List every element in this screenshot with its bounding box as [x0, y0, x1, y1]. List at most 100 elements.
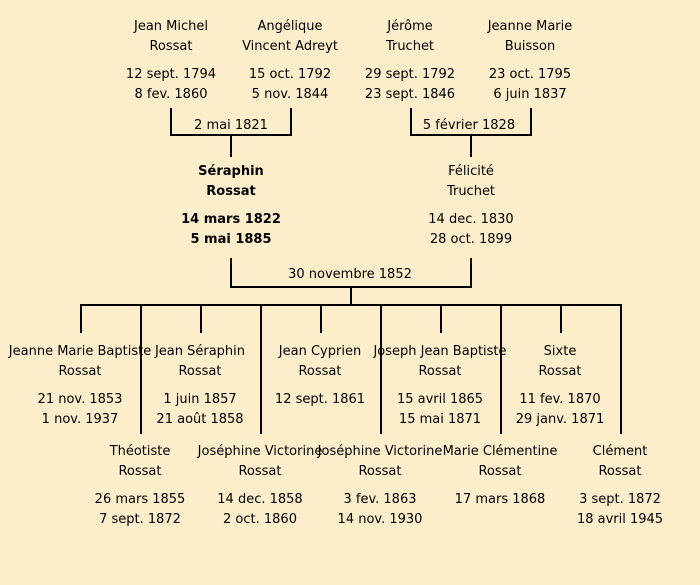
person-birth-date: 11 fev. 1870	[519, 392, 601, 407]
connector-line	[500, 304, 502, 434]
connector-line	[620, 304, 622, 434]
person-last-name: Rossat	[238, 464, 282, 479]
connector-line	[200, 304, 202, 333]
connector-line	[80, 304, 82, 333]
person-josephine-victorine-rossat-1863: Joséphine Victorine Rossat 3 fev. 1863 1…	[280, 442, 480, 530]
person-last-name: Vincent Adreyt	[242, 39, 338, 54]
person-joseph-jean-baptiste-rossat: Joseph Jean Baptiste Rossat 15 avril 186…	[340, 342, 540, 430]
person-first-name: Jeanne Marie Baptiste	[8, 344, 152, 359]
person-birth-date: 3 sept. 1872	[579, 492, 661, 507]
connector-line	[380, 304, 382, 434]
person-clement-rossat: Clément Rossat 3 sept. 1872 18 avril 194…	[520, 442, 700, 530]
person-last-name: Rossat	[206, 184, 256, 199]
person-birth-date: 12 sept. 1794	[125, 67, 217, 82]
person-death-date: 5 mai 1885	[190, 232, 272, 247]
person-death-date: 5 nov. 1844	[251, 87, 329, 102]
connector-line	[530, 108, 532, 135]
person-last-name: Rossat	[178, 364, 222, 379]
person-death-date: 28 oct. 1899	[429, 232, 513, 247]
person-death-date: 15 mai 1871	[398, 412, 482, 427]
person-first-name: Clément	[592, 444, 648, 459]
person-josephine-victorine-rossat-1858: Joséphine Victorine Rossat 14 dec. 1858 …	[160, 442, 360, 530]
person-last-name: Truchet	[446, 184, 496, 199]
person-birth-date: 26 mars 1855	[94, 492, 186, 507]
connector-line	[470, 258, 472, 287]
person-first-name: Théotiste	[109, 444, 171, 459]
connector-line	[320, 304, 322, 333]
connector-line	[440, 304, 442, 333]
person-birth-date: 23 oct. 1795	[488, 67, 572, 82]
connector-line	[80, 304, 622, 306]
marriage-date-truchet-grandparents: 5 février 1828	[422, 118, 516, 133]
connector-line	[290, 108, 292, 135]
person-jeanne-marie-buisson: Jeanne Marie Buisson 23 oct. 1795 6 juin…	[430, 17, 630, 105]
connector-line	[350, 286, 352, 305]
person-jerome-truchet: Jérôme Truchet 29 sept. 1792 23 sept. 18…	[310, 17, 510, 105]
person-jeanne-marie-baptiste-rossat: Jeanne Marie Baptiste Rossat 21 nov. 185…	[0, 342, 180, 430]
person-last-name: Rossat	[149, 39, 193, 54]
marriage-date-parents: 30 novembre 1852	[288, 267, 412, 282]
connector-line	[230, 134, 232, 157]
person-death-date: 23 sept. 1846	[364, 87, 456, 102]
person-last-name: Rossat	[598, 464, 642, 479]
person-death-date: 29 janv. 1871	[515, 412, 605, 427]
person-death-date: 7 sept. 1872	[99, 512, 181, 527]
person-jean-michel-rossat: Jean Michel Rossat 12 sept. 1794 8 fev. …	[71, 17, 271, 105]
person-birth-date: 15 avril 1865	[396, 392, 484, 407]
connector-line	[140, 304, 142, 434]
person-last-name: Truchet	[385, 39, 435, 54]
person-birth-date: 12 sept. 1861	[274, 392, 366, 407]
person-first-name: Jeanne Marie	[487, 19, 573, 34]
person-death-date: 21 août 1858	[156, 412, 244, 427]
person-birth-date: 3 fev. 1863	[343, 492, 417, 507]
person-last-name: Rossat	[58, 364, 102, 379]
person-first-name: Sixte	[543, 344, 577, 359]
person-last-name: Rossat	[418, 364, 462, 379]
person-birth-date: 14 dec. 1858	[217, 492, 303, 507]
person-seraphin-rossat: Séraphin Rossat 14 mars 1822 5 mai 1885	[131, 162, 331, 250]
person-first-name: Joseph Jean Baptiste	[373, 344, 507, 359]
connector-line	[470, 134, 472, 157]
person-first-name: Marie Clémentine	[442, 444, 558, 459]
person-marie-clementine-rossat: Marie Clémentine Rossat 17 mars 1868	[400, 442, 600, 510]
person-last-name: Buisson	[504, 39, 556, 54]
person-theotiste-rossat: Théotiste Rossat 26 mars 1855 7 sept. 18…	[40, 442, 240, 530]
person-death-date: 6 juin 1837	[493, 87, 567, 102]
person-first-name: Angélique	[257, 19, 323, 34]
person-felicite-truchet: Félicité Truchet 14 dec. 1830 28 oct. 18…	[371, 162, 571, 250]
person-jean-seraphin-rossat: Jean Séraphin Rossat 1 juin 1857 21 août…	[100, 342, 300, 430]
person-first-name: Joséphine Victorine	[197, 444, 323, 459]
person-birth-date: 14 dec. 1830	[428, 212, 514, 227]
person-death-date: 8 fev. 1860	[134, 87, 208, 102]
person-death-date: 2 oct. 1860	[223, 512, 297, 527]
person-last-name: Rossat	[358, 464, 402, 479]
person-sixte-rossat: Sixte Rossat 11 fev. 1870 29 janv. 1871	[460, 342, 660, 430]
person-birth-date: 1 juin 1857	[163, 392, 237, 407]
person-death-date: 1 nov. 1937	[41, 412, 119, 427]
person-first-name: Joséphine Victorine	[317, 444, 443, 459]
person-jean-cyprien-rossat: Jean Cyprien Rossat 12 sept. 1861	[220, 342, 420, 410]
person-last-name: Rossat	[118, 464, 162, 479]
connector-line	[230, 258, 232, 287]
connector-line	[410, 108, 412, 135]
person-first-name: Séraphin	[198, 164, 264, 179]
person-first-name: Jean Séraphin	[154, 344, 246, 359]
person-death-date: 18 avril 1945	[576, 512, 664, 527]
marriage-date-rossat-grandparents: 2 mai 1821	[194, 118, 268, 133]
person-first-name: Jérôme	[387, 19, 433, 34]
person-last-name: Rossat	[298, 364, 342, 379]
person-first-name: Jean Cyprien	[278, 344, 362, 359]
person-birth-date: 21 nov. 1853	[37, 392, 123, 407]
person-first-name: Jean Michel	[134, 19, 208, 34]
person-first-name: Félicité	[448, 164, 494, 179]
person-birth-date: 29 sept. 1792	[364, 67, 456, 82]
person-birth-date: 17 mars 1868	[454, 492, 546, 507]
connector-line	[560, 304, 562, 333]
person-last-name: Rossat	[478, 464, 522, 479]
person-death-date: 14 nov. 1930	[337, 512, 423, 527]
person-birth-date: 15 oct. 1792	[248, 67, 332, 82]
connector-line	[260, 304, 262, 434]
person-last-name: Rossat	[538, 364, 582, 379]
connector-line	[170, 108, 172, 135]
